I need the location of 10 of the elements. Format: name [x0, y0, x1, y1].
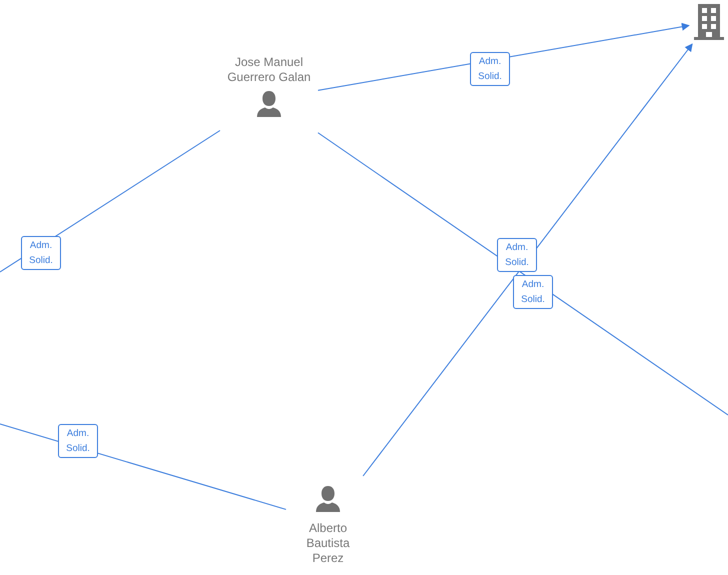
- edge-label: Adm. Solid.: [470, 52, 510, 86]
- building-icon: [693, 4, 725, 40]
- person-name: Alberto Bautista Perez: [305, 521, 351, 566]
- edge-label: Adm. Solid.: [513, 275, 553, 309]
- person-name: Jose Manuel Guerrero Galan: [226, 55, 312, 85]
- connector-line: [362, 43, 693, 476]
- connector-line: [318, 22, 690, 91]
- edge-label: Adm. Solid.: [58, 424, 98, 458]
- edge-label: Adm. Solid.: [21, 236, 61, 270]
- edge-label: Adm. Solid.: [497, 238, 537, 272]
